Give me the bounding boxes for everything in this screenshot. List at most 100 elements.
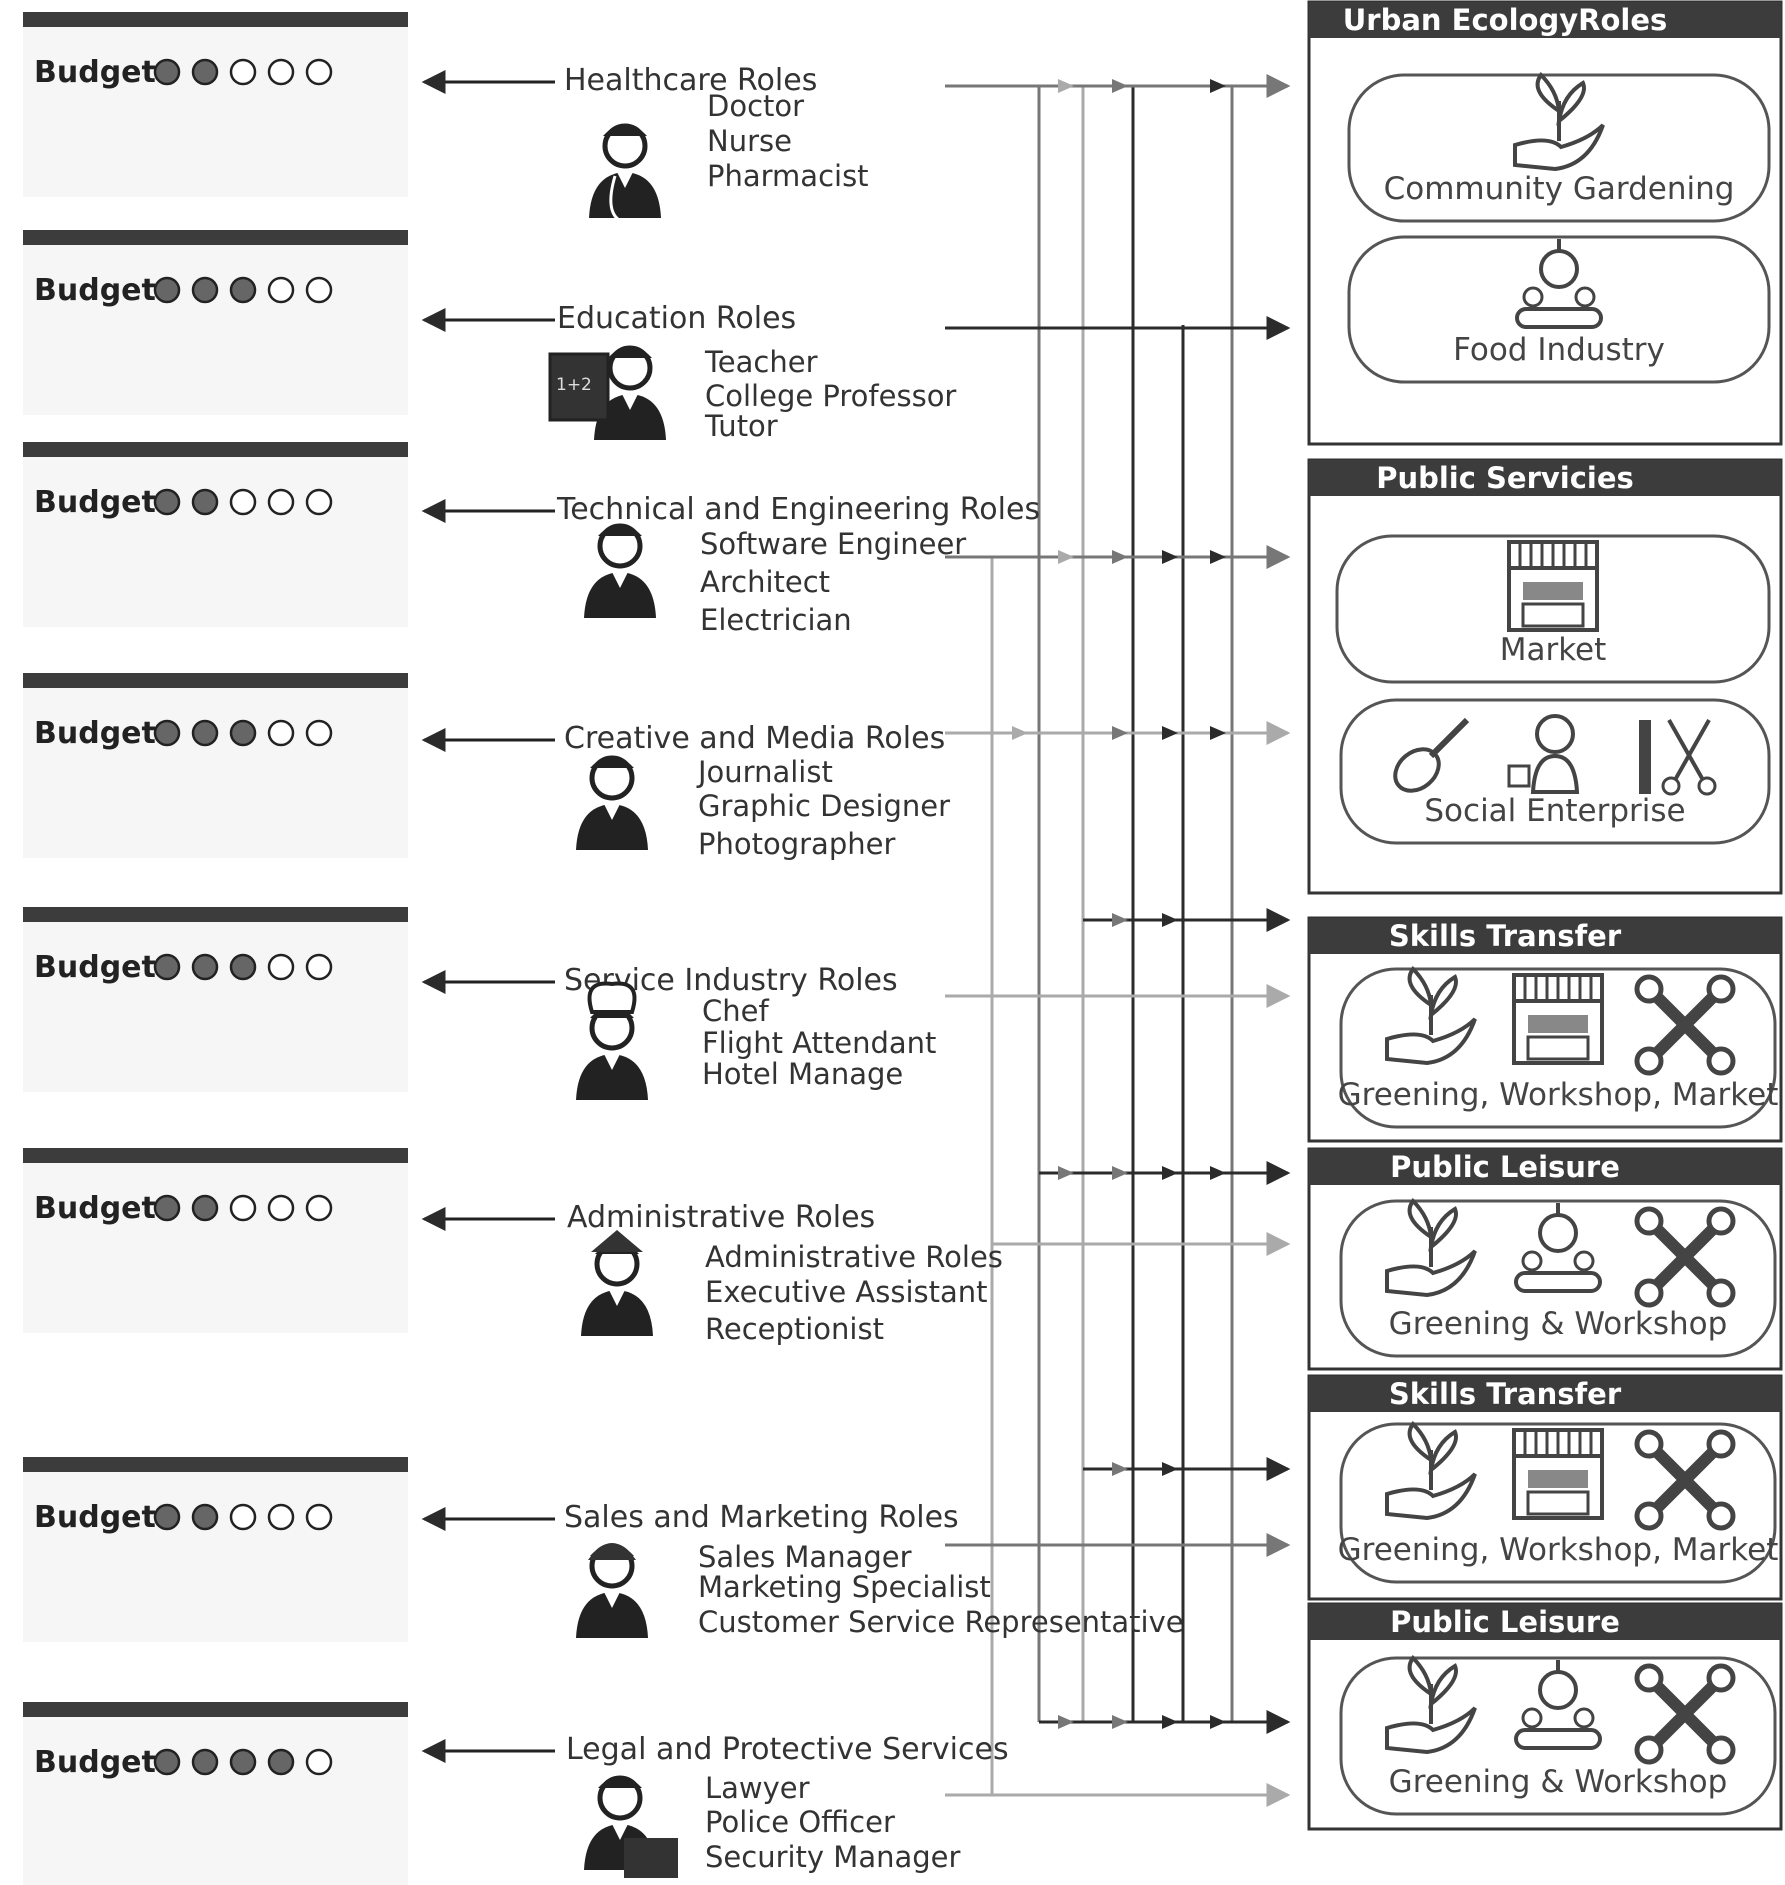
role-title: Administrative Roles xyxy=(567,1200,875,1235)
tools-icon xyxy=(1634,974,1736,1076)
budget-dot-empty xyxy=(305,1194,333,1222)
program-panel-title: Skills Transfer xyxy=(1389,1377,1622,1411)
connector-arrowhead xyxy=(1058,1166,1074,1180)
program-card: Food Industry xyxy=(1347,235,1771,384)
connector-arrowhead xyxy=(1210,550,1226,564)
connector-arrowhead xyxy=(1210,1715,1226,1729)
program-card-label: Greening, Workshop, Market xyxy=(1338,1077,1779,1113)
role-list-item: Marketing Specialist xyxy=(698,1570,991,1604)
budget-label: Budget: xyxy=(34,950,168,985)
teacher-icon: 1+2 xyxy=(548,345,666,440)
program-panel-title: Public Servicies xyxy=(1376,461,1634,495)
budget-dot-filled xyxy=(153,1503,181,1531)
role-list-item: Customer Service Representative xyxy=(698,1605,1184,1639)
role-list-item: Hotel Manage xyxy=(702,1057,903,1091)
role-list-item: Security Manager xyxy=(705,1840,960,1874)
program-panel-header xyxy=(1309,2,1781,38)
budget-dot-empty xyxy=(305,953,333,981)
budget-dot-empty xyxy=(267,1503,295,1531)
program-card-frame xyxy=(1335,534,1771,684)
connector-arrowhead xyxy=(1112,1462,1128,1476)
food-factory-icon xyxy=(1515,239,1603,329)
budget-dot-filled xyxy=(191,953,219,981)
program-card-label: Greening & Workshop xyxy=(1389,1306,1728,1342)
connector-arrowhead xyxy=(1112,913,1128,927)
doctor-icon xyxy=(589,123,661,222)
budget-card-body xyxy=(23,922,408,1092)
market-stall-icon xyxy=(1512,973,1604,1065)
role-list-item: Police Officer xyxy=(705,1805,895,1839)
plant-hand-icon xyxy=(1385,1654,1477,1755)
plant-hand-icon xyxy=(1513,71,1605,172)
budget-label: Budget: xyxy=(34,716,168,751)
role-title: Healthcare Roles xyxy=(564,63,817,98)
role-list-item: College Professor xyxy=(705,379,956,413)
program-card-label: Greening, Workshop, Market xyxy=(1338,1532,1779,1568)
market-stall-icon xyxy=(1512,1428,1604,1520)
role-list-item: Lawyer xyxy=(705,1771,810,1805)
budget-dot-filled xyxy=(229,953,257,981)
budget-card-header-bar xyxy=(23,1457,408,1472)
role-list-item: Graphic Designer xyxy=(698,789,950,823)
roles-column: Healthcare RolesDoctorNursePharmacistEdu… xyxy=(548,63,1184,1878)
role-list-item: Architect xyxy=(700,565,830,599)
budget-card: Budget: xyxy=(23,673,555,858)
budget-dot-filled xyxy=(191,276,219,304)
journalist-icon xyxy=(576,755,648,850)
connector-arrowhead xyxy=(1012,726,1028,740)
officer-icon xyxy=(581,1230,653,1336)
tools-icon xyxy=(1634,1429,1736,1531)
budget-dot-filled xyxy=(267,1748,295,1776)
budget-dot-empty xyxy=(305,719,333,747)
role-list-item: Tutor xyxy=(704,409,778,443)
role-list-item: Pharmacist xyxy=(707,159,869,193)
budget-dot-filled xyxy=(153,488,181,516)
program-card-label: Community Gardening xyxy=(1384,171,1735,207)
connector-arrowhead xyxy=(1162,1462,1178,1476)
budget-dot-empty xyxy=(305,488,333,516)
program-panel-title: Urban EcologyRoles xyxy=(1343,3,1668,37)
role-title: Creative and Media Roles xyxy=(564,721,945,756)
connector-arrowhead xyxy=(1112,1715,1128,1729)
guitar-icon xyxy=(1393,717,1470,793)
role-list-item: Executive Assistant xyxy=(705,1275,988,1309)
child-toys-icon xyxy=(1507,714,1580,794)
budget-dot-empty xyxy=(305,1748,333,1776)
budget-card-body xyxy=(23,245,408,415)
role-list-item: Electrician xyxy=(700,603,852,637)
role-title: Sales and Marketing Roles xyxy=(564,1500,959,1535)
budget-card-body xyxy=(23,1472,408,1642)
budget-card-header-bar xyxy=(23,230,408,245)
budget-dot-empty xyxy=(305,58,333,86)
budget-dot-empty xyxy=(305,1503,333,1531)
budget-card: Budget: xyxy=(23,12,555,197)
budget-card: Budget: xyxy=(23,1148,555,1333)
role-list-item: Administrative Roles xyxy=(705,1240,1003,1274)
budget-label: Budget: xyxy=(34,273,168,308)
budget-dot-filled xyxy=(191,1748,219,1776)
role-group: Technical and Engineering RolesSoftware … xyxy=(556,492,1040,637)
connector-arrowhead xyxy=(1058,79,1074,93)
plant-hand-icon xyxy=(1385,965,1477,1066)
program-panel-title: Public Leisure xyxy=(1390,1150,1620,1184)
role-list-item: Nurse xyxy=(707,124,792,158)
program-card: Greening, Workshop, Market xyxy=(1338,1420,1779,1584)
budget-card-header-bar xyxy=(23,673,408,688)
budget-card: Budget: xyxy=(23,1702,555,1885)
budget-dot-filled xyxy=(153,1748,181,1776)
budget-dot-empty xyxy=(267,276,295,304)
connector-arrowhead xyxy=(1162,550,1178,564)
program-panel-header xyxy=(1309,1604,1781,1640)
budget-dot-empty xyxy=(229,488,257,516)
connector-arrowhead xyxy=(1162,1166,1178,1180)
role-list-item: Photographer xyxy=(698,827,895,861)
